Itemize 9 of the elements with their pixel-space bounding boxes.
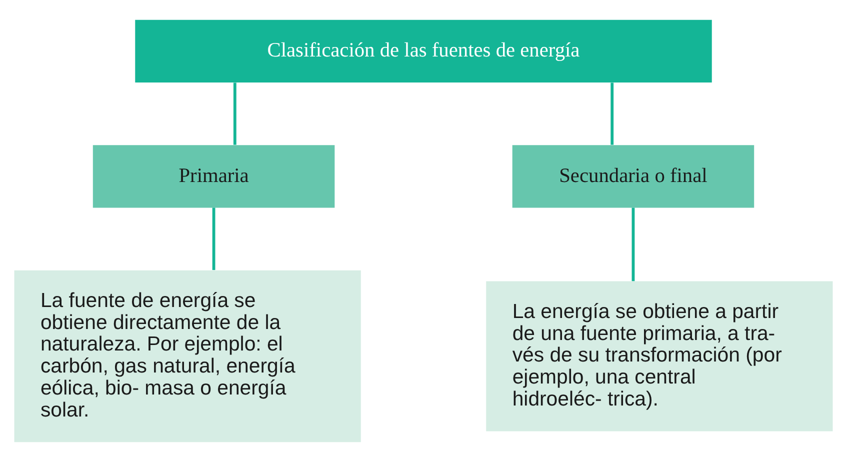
node-box: Secundaria o final xyxy=(512,145,754,208)
connector xyxy=(212,208,216,270)
connector xyxy=(233,82,236,145)
node-box: Clasificación de las fuentes de energía xyxy=(135,20,712,82)
connector xyxy=(610,82,614,145)
node-box: La energía se obtiene a partir de una fuente primaria, a tra- vés de su transformación (por ejemplo, una central hidroeléc- trica). xyxy=(486,281,833,432)
node-box: Primaria xyxy=(92,145,335,208)
connector xyxy=(632,208,635,282)
node-box: La fuente de energía se obtiene directamente de la naturaleza. Por ejemplo: el carbón, gas natural, energía eólica, bio- masa o energía solar. xyxy=(14,270,361,442)
